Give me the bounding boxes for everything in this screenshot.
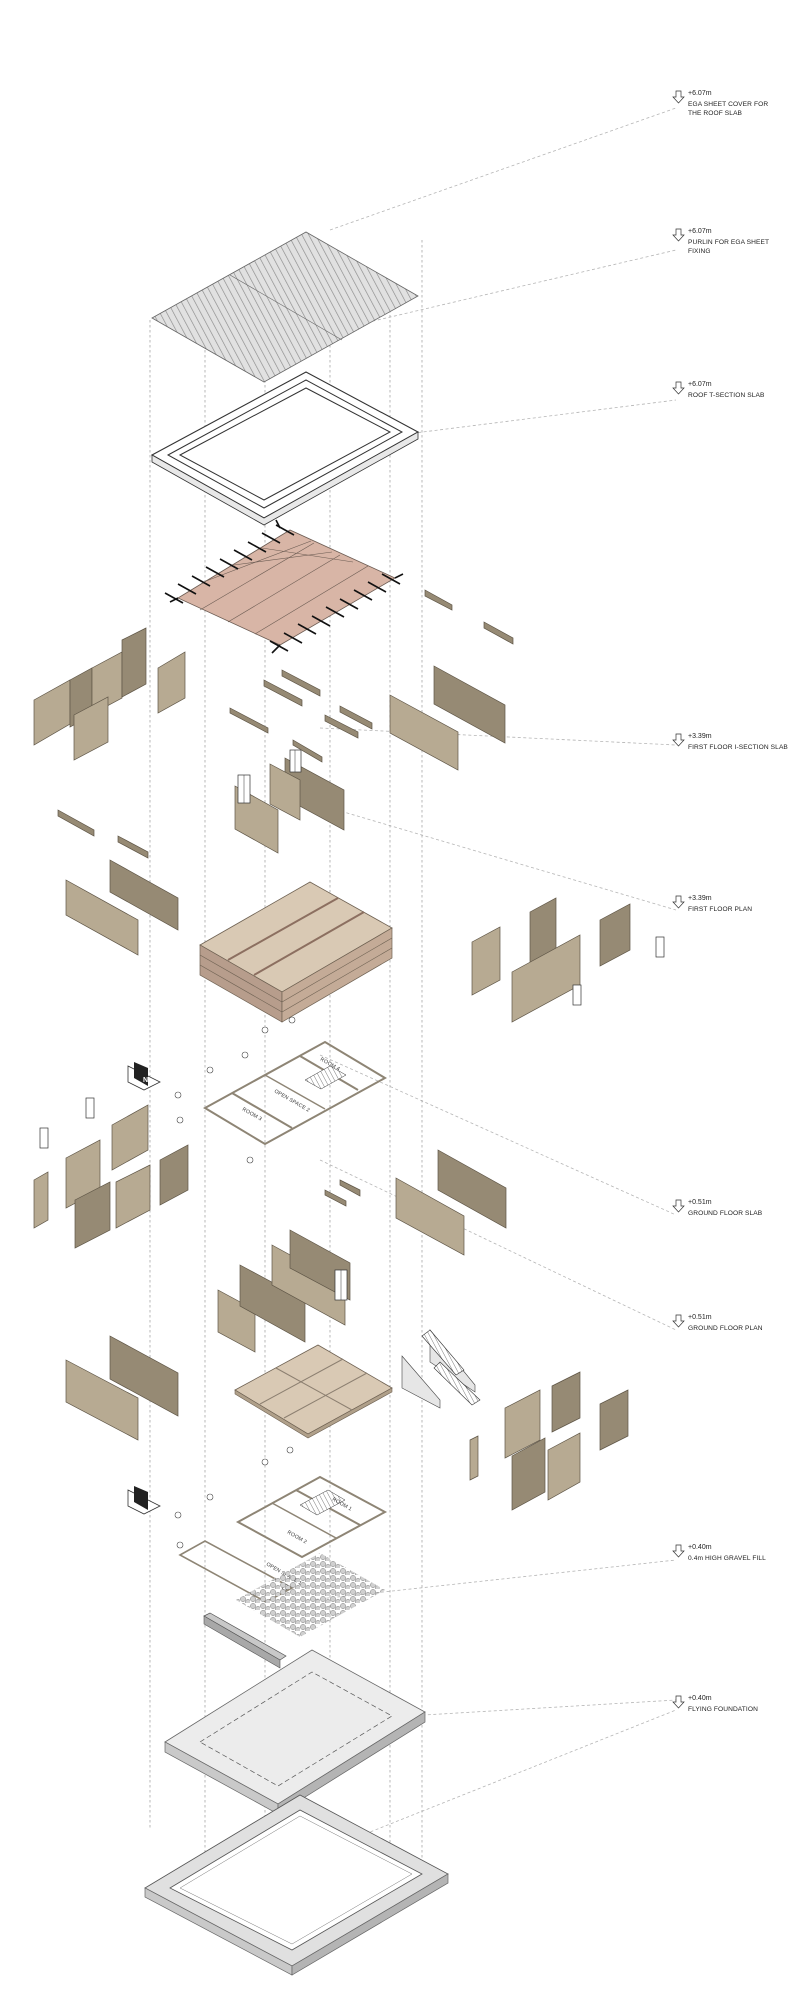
room-2-label: ROOM 2 [286,1530,308,1546]
svg-text:+0.40m: +0.40m [688,1695,712,1702]
level-arrow-icon [672,733,685,747]
gravel-fill [236,1553,385,1637]
label-first-floor-slab: +3.39m FIRST FLOOR I-SECTION SLAB [672,733,788,751]
svg-text:GROUND FLOOR SLAB: GROUND FLOOR SLAB [688,1210,763,1217]
label-purlin: +6.07m PURLIN FOR EGA SHEET FIXING [672,228,769,255]
level-arrow-icon [672,1199,685,1213]
open-space-2-label: OPEN SPACE 2 [273,1089,311,1114]
svg-text:+0.40m: +0.40m [688,1544,712,1551]
north-arrow-icon: N [127,1062,161,1091]
foundation-slab [164,1649,426,1815]
svg-text:0.4m HIGH GRAVEL FILL: 0.4m HIGH GRAVEL FILL [688,1555,766,1562]
svg-text:ROOF T-SECTION SLAB: ROOF T-SECTION SLAB [688,392,765,399]
svg-text:GROUND FLOOR PLAN: GROUND FLOOR PLAN [688,1325,763,1332]
ground-floor-slab [234,1344,393,1439]
north-arrow-icon-ground [127,1486,161,1515]
label-flying-foundation: +0.40m FLYING FOUNDATION [672,1695,758,1713]
first-floor-walls-right [471,897,665,1023]
level-arrow-icon [672,1314,685,1328]
label-ground-floor-slab: +0.51m GROUND FLOOR SLAB [672,1199,763,1217]
level-arrow-icon [672,895,685,909]
first-floor-walls [33,589,514,956]
svg-text:FIRST FLOOR I-SECTION SLAB: FIRST FLOOR I-SECTION SLAB [688,744,788,751]
svg-text:EGA SHEET COVER FOR: EGA SHEET COVER FOR [688,101,768,108]
label-ega-sheet: +6.07m EGA SHEET COVER FOR THE ROOF SLAB [672,90,768,117]
svg-text:THE ROOF SLAB: THE ROOF SLAB [688,110,743,117]
level-arrow-icon [672,228,685,242]
ground-floor-walls-right [469,1371,629,1511]
svg-text:+3.39m: +3.39m [688,895,712,902]
staircase [401,1329,481,1409]
purlin-frame [150,371,420,526]
svg-text:+6.07m: +6.07m [688,381,712,388]
svg-text:N: N [143,1077,148,1084]
label-ground-floor-plan: +0.51m GROUND FLOOR PLAN [672,1314,763,1332]
svg-text:FIXING: FIXING [688,248,711,255]
svg-text:+6.07m: +6.07m [688,90,712,97]
first-floor-i-section-slab [199,881,393,1023]
level-arrow-icon [672,90,685,104]
svg-text:+0.51m: +0.51m [688,1314,712,1321]
roof-t-section-slab [164,519,404,654]
first-floor-plan: ROOM 3 OPEN SPACE 2 ROOM 4 [174,1016,388,1164]
level-arrow-icon [672,381,685,395]
ground-floor-walls [33,1097,507,1441]
svg-text:FLYING FOUNDATION: FLYING FOUNDATION [688,1706,758,1713]
label-roof-slab: +6.07m ROOF T-SECTION SLAB [672,381,765,399]
flying-foundation [144,1794,449,1976]
svg-text:+3.39m: +3.39m [688,733,712,740]
svg-text:PURLIN FOR EGA SHEET: PURLIN FOR EGA SHEET [688,239,769,246]
level-arrow-icon [672,1544,685,1558]
svg-text:+0.51m: +0.51m [688,1199,712,1206]
level-arrow-icon [672,1695,685,1709]
svg-text:FIRST FLOOR PLAN: FIRST FLOOR PLAN [688,906,752,913]
layer-labels: +6.07m EGA SHEET COVER FOR THE ROOF SLAB… [672,90,788,1713]
label-first-floor-plan: +3.39m FIRST FLOOR PLAN [672,895,752,913]
grade-beam [203,1612,287,1669]
ega-sheet-roof [151,231,419,383]
svg-text:+6.07m: +6.07m [688,228,712,235]
label-gravel-fill: +0.40m 0.4m HIGH GRAVEL FILL [672,1544,766,1562]
